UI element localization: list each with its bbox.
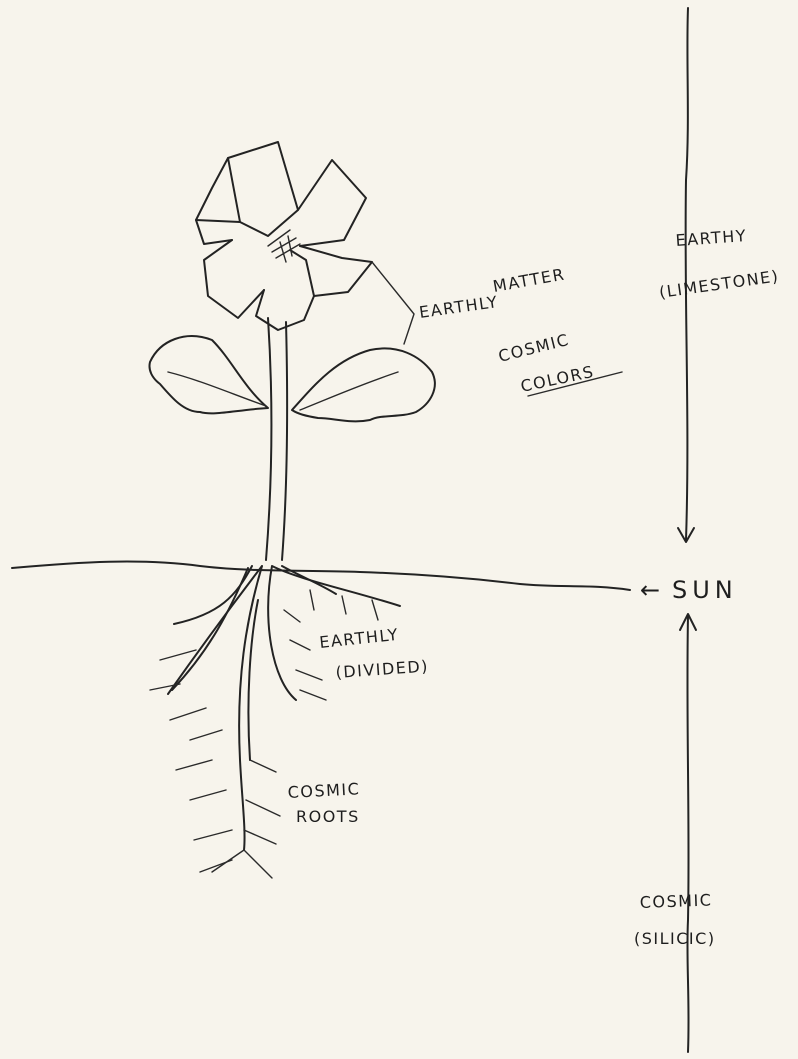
label-earthly-matter-2: MATTER bbox=[491, 265, 566, 296]
pointer-line-flower bbox=[372, 262, 414, 344]
label-cosmic-colors-1: COSMIC bbox=[496, 330, 571, 366]
roots bbox=[150, 566, 400, 878]
label-sun-arrow: ← bbox=[640, 576, 665, 604]
label-earthly-divided-1: EARTHLY bbox=[318, 625, 399, 652]
label-earthly-divided-2: (DIVIDED) bbox=[335, 657, 430, 682]
label-sun: SUN bbox=[672, 576, 738, 604]
leaf-right bbox=[292, 348, 435, 421]
label-earthly-matter-1: EARTHLY bbox=[418, 292, 500, 322]
stem bbox=[266, 318, 287, 560]
label-cosmic-roots-2: ROOTS bbox=[296, 807, 360, 826]
label-siliceous: (SILICIC) bbox=[634, 929, 716, 948]
arrow-up-cosmic bbox=[680, 614, 696, 1052]
label-earthy: EARTHY bbox=[675, 226, 748, 250]
arrow-down-earthy bbox=[678, 8, 694, 542]
label-cosmic-bottom: COSMIC bbox=[639, 890, 712, 912]
label-cosmic-roots-1: COSMIC bbox=[287, 779, 361, 802]
label-limestone: (LIMESTONE) bbox=[658, 266, 781, 302]
leaf-left bbox=[149, 336, 268, 413]
flower-head bbox=[196, 142, 372, 330]
label-cosmic-colors-2: COLORS bbox=[519, 362, 596, 396]
